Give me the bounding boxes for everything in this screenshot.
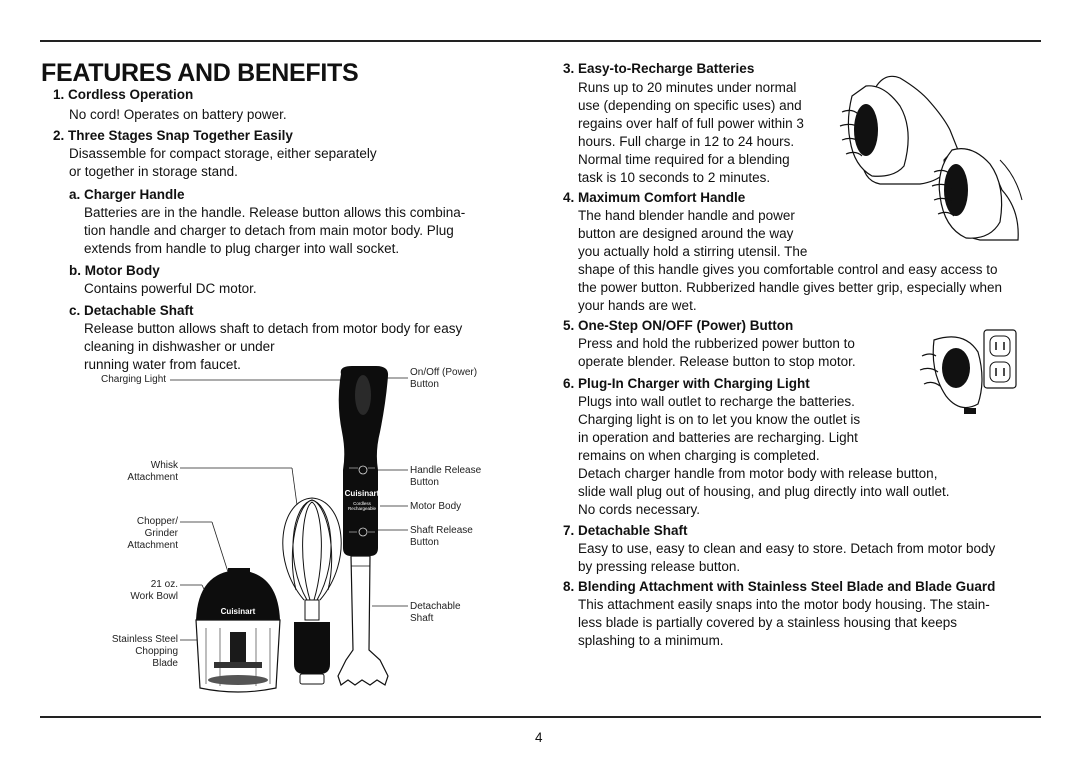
section-5-line: operate blender. Release button to stop … — [578, 354, 856, 369]
section-6-line: No cords necessary. — [578, 502, 701, 517]
section-2-heading: 2. Three Stages Snap Together Easily — [53, 128, 293, 143]
chopper-brand-logo: Cuisinart — [221, 607, 256, 616]
section-6-line: in operation and batteries are rechargin… — [578, 430, 858, 445]
section-6-line: Plugs into wall outlet to recharge the b… — [578, 394, 855, 409]
section-4-line: button are designed around the way — [578, 226, 794, 241]
section-3-heading: 3. Easy-to-Recharge Batteries — [563, 61, 755, 76]
section-4-line: the power button. Rubberized handle give… — [578, 280, 1003, 295]
section-7-line: Easy to use, easy to clean and easy to s… — [578, 541, 996, 556]
section-8-line: This attachment easily snaps into the mo… — [578, 597, 990, 612]
section-c-line: cleaning in dishwasher or under — [84, 339, 275, 354]
section-5-heading: 5. One-Step ON/OFF (Power) Button — [563, 318, 794, 333]
label-charging-light: Charging Light — [101, 374, 167, 385]
label-on-off-button: On/Off (Power)Button — [410, 367, 478, 390]
section-c-line: running water from faucet. — [84, 357, 241, 372]
label-motor-body: Motor Body — [410, 501, 462, 512]
section-2-line: or together in storage stand. — [69, 164, 238, 179]
section-3-line: regains over half of full power within 3 — [578, 116, 804, 131]
bottom-rule — [40, 716, 1041, 718]
brand-logo: Cuisinart — [345, 489, 380, 498]
handle-text: Rechargeable — [348, 506, 377, 511]
handle-release-button — [358, 465, 368, 475]
motor-body — [338, 366, 389, 556]
section-6-line: Detach charger handle from motor body wi… — [578, 466, 938, 481]
section-4-line: you actually hold a stirring utensil. Th… — [578, 244, 808, 259]
section-1-text: No cord! Operates on battery power. — [69, 107, 287, 122]
top-rule — [40, 40, 1041, 42]
whisk-base — [294, 622, 330, 674]
section-3-line: Runs up to 20 minutes under normal — [578, 80, 797, 95]
section-b-text: Contains powerful DC motor. — [84, 281, 257, 296]
detachable-shaft — [337, 555, 389, 686]
section-3-line: task is 10 seconds to 2 minutes. — [578, 170, 771, 185]
handle-text: Cordless — [353, 501, 372, 506]
section-a-heading: a. Charger Handle — [69, 187, 185, 202]
section-8-line: splashing to a minimum. — [578, 633, 724, 648]
section-6-line: slide wall plug out of housing, and plug… — [578, 484, 950, 499]
section-4-line: shape of this handle gives you comfortab… — [578, 262, 998, 277]
whisk-attachment — [282, 497, 342, 621]
section-1-heading: 1. Cordless Operation — [53, 87, 194, 102]
page-title: FEATURES AND BENEFITS — [41, 59, 359, 87]
section-6-line: remains on when charging is completed. — [578, 448, 820, 463]
section-4-line: your hands are wet. — [578, 298, 697, 313]
section-4-line: The hand blender handle and power — [578, 208, 795, 223]
section-8-heading: 8. Blending Attachment with Stainless St… — [563, 579, 996, 594]
chopping-blade — [230, 632, 246, 668]
section-3-line: Normal time required for a blending — [578, 152, 790, 167]
chopper-lid — [196, 570, 280, 620]
shaft-release-button — [358, 527, 368, 537]
section-4-heading: 4. Maximum Comfort Handle — [563, 190, 746, 205]
page-number: 4 — [535, 730, 543, 745]
section-a-line: extends from handle to plug charger into… — [84, 241, 400, 256]
label-work-bowl: 21 oz.Work Bowl — [130, 579, 178, 602]
hand-grip-illustration-1 — [839, 75, 959, 185]
section-2-line: Disassemble for compact storage, either … — [69, 146, 377, 161]
section-b-heading: b. Motor Body — [69, 263, 160, 278]
outlet-illustration — [919, 329, 1017, 414]
section-3-line: use (depending on specific uses) and — [578, 98, 802, 113]
section-6-heading: 6. Plug-In Charger with Charging Light — [563, 376, 810, 391]
power-button — [355, 375, 371, 415]
section-7-heading: 7. Detachable Shaft — [563, 523, 688, 538]
section-c-heading: c. Detachable Shaft — [69, 303, 194, 318]
section-8-line: less blade is partially covered by a sta… — [578, 615, 957, 630]
section-c-line: Release button allows shaft to detach fr… — [84, 321, 463, 336]
section-a-line: Batteries are in the handle. Release but… — [84, 205, 466, 220]
section-5-line: Press and hold the rubberized power butt… — [578, 336, 855, 351]
section-7-line: by pressing release button. — [578, 559, 741, 574]
work-bowl — [195, 619, 281, 693]
section-a-line: tion handle and charger to detach from m… — [84, 223, 454, 238]
section-6-line: Charging light is on to let you know the… — [578, 412, 861, 427]
section-3-line: hours. Full charge in 12 to 24 hours. — [578, 134, 795, 149]
hand-grip-illustration-2 — [931, 148, 1023, 241]
